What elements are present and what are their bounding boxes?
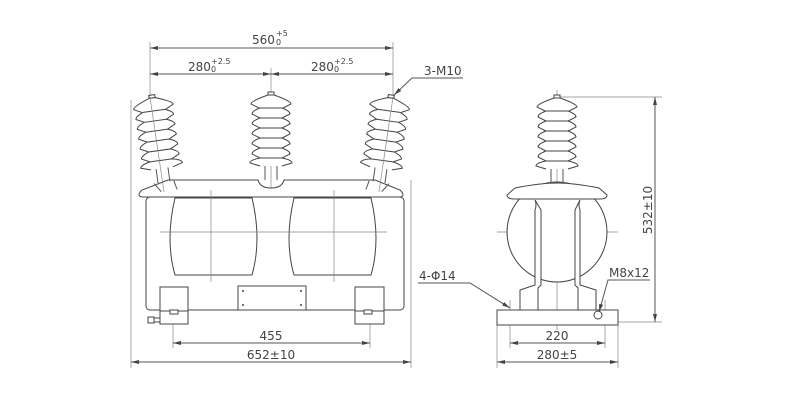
dim-560: 560 bbox=[252, 33, 275, 47]
svg-text:0: 0 bbox=[211, 65, 216, 74]
dim-455: 455 bbox=[260, 329, 283, 343]
left-coil bbox=[169, 197, 258, 276]
coil-housing bbox=[506, 181, 608, 283]
front-view: 560 +5 0 280 +2.5 0 280 +2.5 0 3-M10 455… bbox=[130, 29, 463, 368]
dim-280-depth: 280±5 bbox=[537, 348, 578, 362]
svg-text:+2.5: +2.5 bbox=[211, 57, 230, 66]
right-coil bbox=[288, 197, 377, 276]
side-view: 532±10 4-Φ14 M8x12 220 280±5 bbox=[418, 90, 662, 368]
svg-text:+2.5: +2.5 bbox=[334, 57, 353, 66]
ground-bolt-callout: M8x12 bbox=[609, 266, 649, 280]
right-insulator bbox=[357, 91, 413, 192]
dim-532: 532±10 bbox=[641, 186, 655, 234]
base-plate bbox=[496, 309, 619, 326]
hole-callout: 4-Φ14 bbox=[419, 269, 456, 283]
ground-bolt-side bbox=[593, 310, 603, 320]
svg-text:0: 0 bbox=[276, 38, 281, 47]
support-column bbox=[519, 199, 542, 311]
svg-text:0: 0 bbox=[334, 65, 339, 74]
terminal-callout: 3-M10 bbox=[424, 64, 462, 78]
dim-280-right: 280 bbox=[311, 60, 334, 74]
dim-652: 652±10 bbox=[247, 348, 295, 362]
right-foot bbox=[354, 286, 385, 312]
ground-bolt bbox=[147, 316, 161, 324]
svg-text:+5: +5 bbox=[276, 29, 288, 38]
dim-280-left: 280 bbox=[188, 60, 211, 74]
dim-220: 220 bbox=[546, 329, 569, 343]
left-insulator bbox=[130, 91, 186, 192]
left-foot bbox=[159, 286, 189, 312]
nameplate bbox=[237, 285, 307, 311]
